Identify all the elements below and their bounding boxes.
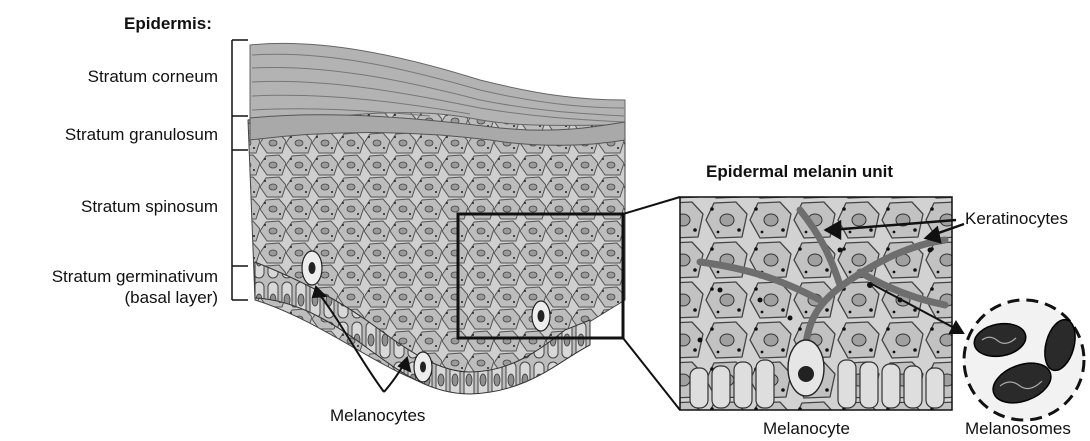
- inset-title: Epidermal melanin unit: [706, 162, 893, 182]
- layer-label-spinosum: Stratum spinosum: [81, 197, 218, 217]
- melanosomes-illustration: [964, 300, 1084, 420]
- layer-label-granulosum: Stratum granulosum: [65, 125, 218, 145]
- zoom-connector-top: [623, 197, 680, 214]
- zoom-connector-bottom: [623, 338, 680, 410]
- epidermis-section-illustration: [248, 43, 625, 394]
- melanocytes-label: Melanocytes: [330, 406, 425, 426]
- melanosomes-label: Melanosomes: [965, 419, 1071, 439]
- keratinocytes-label: Keratinocytes: [965, 209, 1068, 229]
- layer-label-corneum: Stratum corneum: [88, 67, 218, 87]
- epidermis-heading: Epidermis:: [124, 14, 212, 34]
- layer-bracket: [232, 40, 248, 300]
- layer-label-germinativum: Stratum germinativum (basal layer): [52, 266, 218, 308]
- melanin-unit-inset: [680, 197, 952, 410]
- melanocyte-label: Melanocyte: [763, 419, 850, 439]
